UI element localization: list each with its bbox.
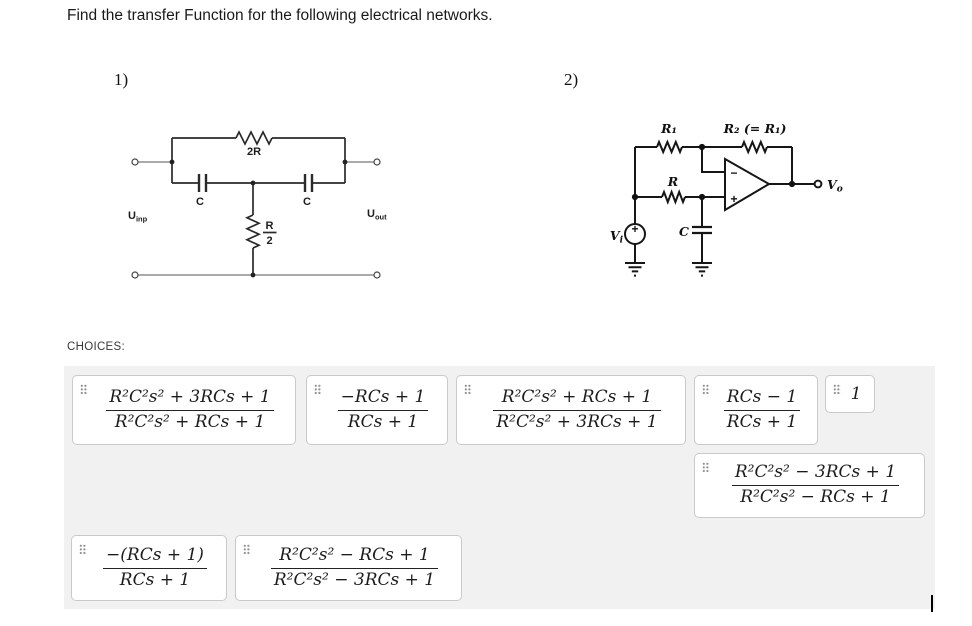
formula-denominator: R²C²s² − RCs + 1 [740, 487, 891, 507]
choice-formula: −RCs + 1 RCs + 1 [337, 387, 429, 432]
input-terminal-top [131, 158, 139, 166]
choice-chip-2[interactable]: −RCs + 1 RCs + 1 [306, 375, 448, 445]
drag-handle-icon[interactable] [833, 384, 841, 395]
drag-handle-icon[interactable] [243, 544, 251, 555]
resistor-R-label: R [667, 174, 678, 189]
resistor-R1-symbol [656, 139, 683, 155]
choice-chip-1[interactable]: R²C²s² + 3RCs + 1 R²C²s² + RCs + 1 [72, 375, 296, 445]
page-title: Find the transfer Function for the follo… [67, 7, 493, 24]
choices-heading: CHOICES: [67, 341, 125, 353]
ground-left-symbol [625, 262, 645, 277]
choice-chip-5[interactable]: 1 [825, 375, 875, 413]
input-terminal-bottom [131, 271, 139, 279]
output-terminal [813, 179, 823, 189]
resistor-R2-symbol [741, 139, 768, 155]
formula-denominator: R²C²s² − 3RCs + 1 [273, 569, 436, 590]
circuit-2-diagram: R₁ R₂ (= R₁) R C Vi Vo − + + [610, 121, 843, 277]
output-terminal-bottom [373, 271, 381, 279]
opamp-minus-input: − [730, 166, 737, 180]
formula-numerator: −(RCs + 1) [103, 545, 207, 569]
opamp-plus-input: + [730, 192, 737, 206]
problem-1-label: 1) [114, 70, 129, 89]
output-voltage-label: Vo [827, 177, 843, 195]
capacitor-left-symbol [197, 174, 208, 192]
capacitor-right-label: C [303, 196, 311, 208]
resistor-R2-denominator: 2 [266, 235, 272, 247]
resistor-2R-label: 2R [247, 146, 261, 158]
formula-denominator: RCs + 1 [347, 411, 419, 432]
resistor-R2-label: R₂ (= R₁) [723, 121, 787, 136]
formula-numerator: −RCs + 1 [337, 387, 429, 411]
capacitor-C-symbol [692, 225, 712, 235]
capacitor-C-label: C [679, 224, 689, 239]
text-cursor [931, 595, 933, 612]
choice-formula: R²C²s² − RCs + 1 R²C²s² − 3RCs + 1 [270, 545, 439, 590]
circuit1-wires [131, 130, 381, 279]
opamp-symbol [724, 157, 771, 212]
input-voltage-label: Uinp [128, 210, 148, 224]
resistor-R2-symbol [244, 214, 262, 249]
formula-numerator: R²C²s² + RCs + 1 [493, 387, 661, 411]
drag-handle-icon[interactable] [702, 384, 710, 395]
choice-formula: −(RCs + 1) RCs + 1 [103, 545, 207, 590]
drag-handle-icon[interactable] [702, 462, 710, 473]
choice-chip-6[interactable]: R²C²s² − 3RCs + 1 R²C²s² − RCs + 1 [694, 453, 925, 518]
circuit2-wires [624, 139, 823, 277]
formula-denominator: R²C²s² + 3RCs + 1 [496, 411, 658, 432]
formula-numerator: R²C²s² − RCs + 1 [270, 545, 439, 569]
resistor-R-symbol [661, 189, 686, 205]
resistor-2R-symbol [235, 130, 273, 146]
drag-handle-icon[interactable] [314, 384, 322, 395]
formula-numerator: R²C²s² + 3RCs + 1 [106, 387, 274, 411]
choice-formula: RCs − 1 RCs + 1 [723, 387, 801, 432]
circuit-1-diagram: 2R C C R 2 Uinp Uout [128, 130, 387, 279]
source-voltage-label: Vi [610, 228, 624, 246]
resistor-R1-label: R₁ [660, 121, 677, 136]
capacitor-right-symbol [303, 174, 314, 192]
formula-numerator: R²C²s² − 3RCs + 1 [731, 463, 900, 486]
ground-right-symbol [692, 262, 712, 277]
drag-handle-icon[interactable] [80, 384, 88, 395]
choice-chip-8[interactable]: R²C²s² − RCs + 1 R²C²s² − 3RCs + 1 [235, 535, 462, 601]
drag-handle-icon[interactable] [79, 544, 87, 555]
choice-chip-3[interactable]: R²C²s² + RCs + 1 R²C²s² + 3RCs + 1 [456, 375, 686, 445]
capacitor-left-label: C [196, 196, 204, 208]
problem-2-label: 2) [564, 70, 579, 89]
formula-denominator: RCs + 1 [119, 569, 191, 590]
choice-chip-4[interactable]: RCs − 1 RCs + 1 [694, 375, 818, 445]
output-voltage-label: Uout [367, 208, 387, 222]
formula-denominator: R²C²s² + RCs + 1 [114, 411, 266, 432]
formula-denominator: RCs + 1 [726, 411, 798, 432]
formula-numerator: RCs − 1 [723, 387, 801, 411]
resistor-R2-numerator: R [266, 220, 274, 232]
output-terminal-top [373, 158, 381, 166]
choice-chip-7[interactable]: −(RCs + 1) RCs + 1 [71, 535, 227, 601]
choice-formula: R²C²s² + 3RCs + 1 R²C²s² + RCs + 1 [106, 387, 274, 432]
choice-formula: R²C²s² − 3RCs + 1 R²C²s² − RCs + 1 [731, 463, 900, 507]
source-plus-sign: + [631, 222, 638, 236]
drag-handle-icon[interactable] [464, 384, 472, 395]
choice-formula: 1 [850, 384, 862, 404]
choice-formula: R²C²s² + RCs + 1 R²C²s² + 3RCs + 1 [493, 387, 661, 432]
